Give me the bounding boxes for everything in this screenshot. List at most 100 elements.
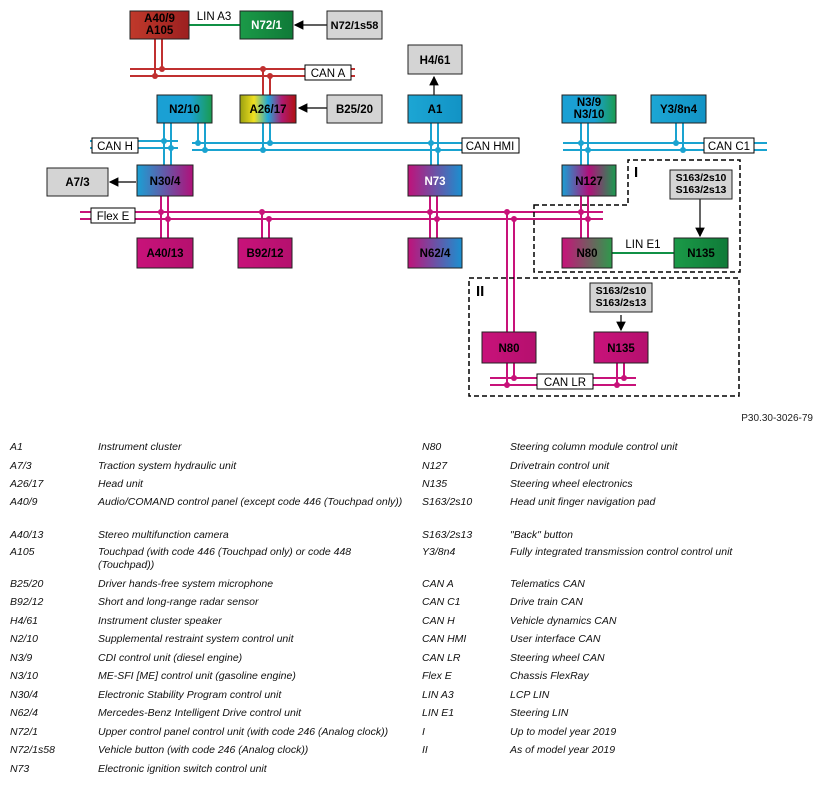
legend-desc: Up to model year 2019 bbox=[510, 726, 617, 738]
legend-row: N2/10 Supplemental restraint system cont… bbox=[10, 633, 820, 652]
legend-code: A1 bbox=[10, 441, 23, 453]
node-label: N80 bbox=[498, 343, 519, 355]
legend-code: A40/9 bbox=[10, 496, 38, 508]
legend-desc: Short and long-range radar sensor bbox=[98, 596, 259, 608]
legend-row: A40/13 Stereo multifunction camera S163/… bbox=[10, 529, 820, 546]
can-hmi-bus bbox=[192, 123, 462, 165]
svg-text:LIN E1: LIN E1 bbox=[625, 239, 660, 251]
node-b25-20: B25/20 bbox=[326, 94, 383, 124]
legend-desc: Steering LIN bbox=[510, 707, 569, 719]
legend-desc: Fully integrated transmission control co… bbox=[510, 546, 733, 558]
node-label: Y3/8n4 bbox=[660, 104, 698, 116]
legend-code: LIN A3 bbox=[422, 689, 454, 701]
node-n72-1s58: N72/1s58 bbox=[326, 10, 383, 40]
legend-row: N72/1 Upper control panel control unit (… bbox=[10, 726, 820, 744]
network-diagram: I II LIN A3 CAN A CAN H CAN HMI CAN C1 F… bbox=[46, 10, 767, 397]
node-label: N62/4 bbox=[420, 248, 451, 260]
node-n80-bottom: N80 bbox=[481, 331, 537, 364]
legend-code: N3/9 bbox=[10, 652, 33, 664]
legend-code: N62/4 bbox=[10, 707, 39, 719]
bus-label-flex-e: Flex E bbox=[90, 207, 136, 224]
svg-text:CAN HMI: CAN HMI bbox=[466, 141, 515, 153]
variant-box-i: I bbox=[533, 159, 741, 273]
node-label: N72/1 bbox=[251, 20, 282, 32]
node-label: N135 bbox=[607, 343, 635, 355]
legend-code: CAN A bbox=[422, 578, 454, 590]
legend-code: CAN LR bbox=[422, 652, 461, 664]
bus-label-can-h: CAN H bbox=[91, 137, 139, 154]
legend-code: CAN C1 bbox=[422, 596, 461, 608]
legend-row: B25/20 Driver hands-free system micropho… bbox=[10, 578, 820, 596]
variant-label-i: I bbox=[634, 164, 638, 181]
legend-row: N62/4 Mercedes-Benz Intelligent Drive co… bbox=[10, 707, 820, 726]
legend-code: N2/10 bbox=[10, 633, 39, 645]
legend-code: N73 bbox=[10, 763, 30, 775]
node-a7-3: A7/3 bbox=[46, 167, 109, 197]
legend-desc: Vehicle dynamics CAN bbox=[510, 615, 617, 627]
legend-desc: Drivetrain control unit bbox=[510, 460, 610, 472]
legend-desc: ME-SFI [ME] control unit (gasoline engin… bbox=[98, 670, 296, 682]
legend-code: A26/17 bbox=[10, 478, 44, 490]
legend-row: A40/9 Audio/COMAND control panel (except… bbox=[10, 496, 820, 529]
node-n135-bottom: N135 bbox=[593, 331, 649, 364]
legend-code: S163/2s13 bbox=[422, 529, 473, 541]
legend-code: H4/61 bbox=[10, 615, 39, 627]
legend-desc: Audio/COMAND control panel (except code … bbox=[98, 496, 403, 508]
legend-desc: Touchpad (with code 446 (Touchpad only) … bbox=[98, 546, 352, 571]
legend-desc: Chassis FlexRay bbox=[510, 670, 589, 682]
legend-code: N127 bbox=[422, 460, 448, 472]
legend-row: H4/61 Instrument cluster speaker CAN H V… bbox=[10, 615, 820, 633]
legend-row: N3/9 CDI control unit (diesel engine) CA… bbox=[10, 652, 820, 670]
node-n80-top: N80 bbox=[561, 237, 613, 269]
svg-text:CAN LR: CAN LR bbox=[544, 377, 586, 389]
legend-desc: User interface CAN bbox=[510, 633, 601, 645]
legend-desc: CDI control unit (diesel engine) bbox=[98, 652, 243, 664]
legend-row: N72/1s58 Vehicle button (with code 246 (… bbox=[10, 744, 820, 763]
node-a40-13: A40/13 bbox=[136, 237, 194, 269]
node-label: N73 bbox=[424, 176, 445, 188]
legend-desc: Head unit bbox=[98, 478, 143, 490]
node-label: N80 bbox=[576, 248, 597, 260]
variant-label-ii: II bbox=[476, 283, 484, 300]
legend-row: N30/4 Electronic Stability Program contr… bbox=[10, 689, 820, 707]
node-label: B92/12 bbox=[246, 248, 283, 260]
legend-row: A1 Instrument cluster N80 Steering colum… bbox=[10, 441, 820, 460]
legend: A1 Instrument cluster N80 Steering colum… bbox=[10, 441, 820, 781]
node-b92-12: B92/12 bbox=[237, 237, 293, 269]
figure-reference: P30.30-3026-79 bbox=[741, 413, 813, 424]
legend-desc: LCP LIN bbox=[510, 689, 550, 701]
bus-label-lin-e1: LIN E1 bbox=[625, 239, 660, 251]
node-n73: N73 bbox=[407, 164, 463, 197]
legend-desc: Stereo multifunction camera bbox=[98, 529, 229, 541]
node-n72-1: N72/1 bbox=[239, 10, 294, 40]
legend-code: N3/10 bbox=[10, 670, 39, 682]
node-h4-61: H4/61 bbox=[407, 44, 463, 75]
node-label: A26/17 bbox=[249, 104, 286, 116]
legend-code: A105 bbox=[10, 546, 35, 558]
legend-desc: As of model year 2019 bbox=[510, 744, 616, 756]
legend-code: CAN HMI bbox=[422, 633, 467, 645]
node-label: N72/1s58 bbox=[331, 20, 379, 32]
arrows bbox=[108, 20, 705, 332]
node-y3-8n4: Y3/8n4 bbox=[650, 94, 707, 124]
bus-label-lin-a3: LIN A3 bbox=[197, 11, 232, 23]
node-label: A1 bbox=[428, 104, 443, 116]
legend-code: Flex E bbox=[422, 670, 452, 682]
legend-row: A105 Touchpad (with code 446 (Touchpad o… bbox=[10, 546, 820, 578]
bus-label-can-c1: CAN C1 bbox=[703, 137, 755, 154]
node-n135-top: N135 bbox=[673, 237, 729, 269]
node-label: A7/3 bbox=[65, 177, 89, 189]
svg-text:CAN H: CAN H bbox=[97, 141, 133, 153]
node-label: B25/20 bbox=[336, 104, 373, 116]
legend-row: A7/3 Traction system hydraulic unit N127… bbox=[10, 460, 820, 478]
node-label: N30/4 bbox=[150, 176, 181, 188]
legend-desc: Instrument cluster speaker bbox=[98, 615, 222, 627]
node-n62-4: N62/4 bbox=[407, 237, 463, 269]
legend-code: S163/2s10 bbox=[422, 496, 473, 508]
legend-code: LIN E1 bbox=[422, 707, 455, 719]
legend-code: N72/1 bbox=[10, 726, 39, 738]
